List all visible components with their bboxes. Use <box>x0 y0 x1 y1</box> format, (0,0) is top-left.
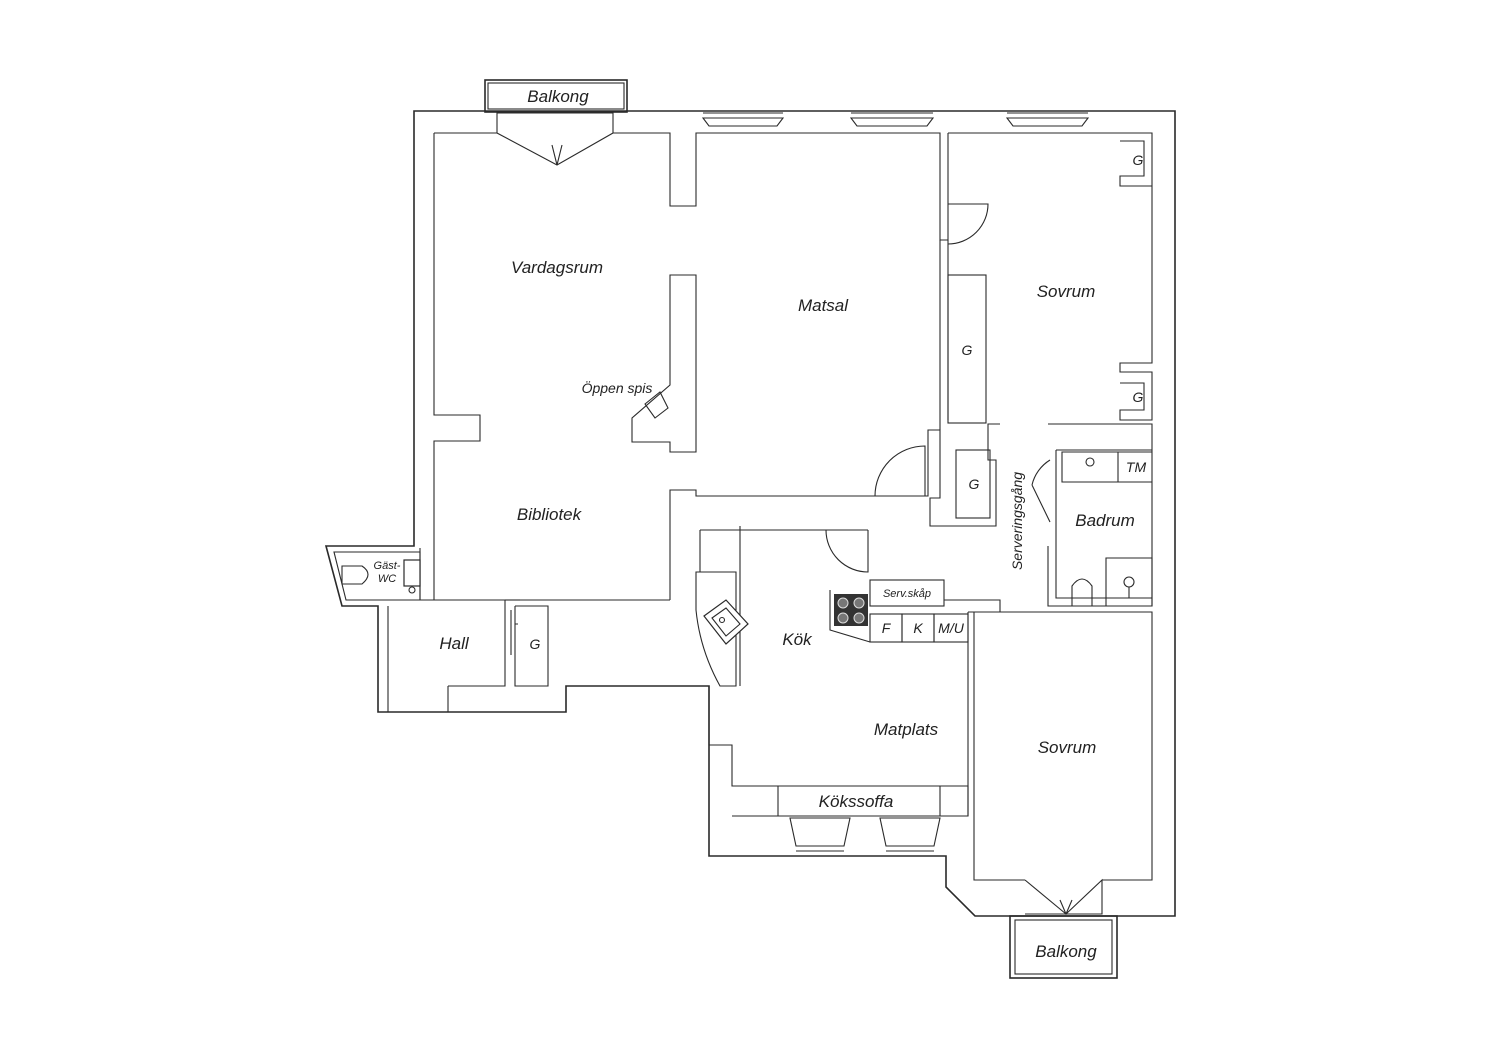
library-wall <box>669 423 1000 600</box>
guest-wc-label-2: WC <box>378 573 396 585</box>
windows-top <box>701 112 1090 127</box>
bathroom-label: Badrum <box>1075 511 1135 530</box>
wardrobe-corridor-block <box>955 449 991 519</box>
balcony-top <box>484 79 628 113</box>
dishwasher-label: M/U <box>938 620 965 636</box>
balcony-top-label: Balkong <box>527 87 589 106</box>
door-arc-matsal <box>947 203 989 245</box>
serving-corridor-label: Serveringsgång <box>1009 472 1025 570</box>
stove-icon <box>834 594 868 626</box>
fireplace-wall <box>631 274 697 453</box>
toilet-bathroom <box>1071 578 1093 606</box>
door-arc-kitchen-2 <box>825 529 869 573</box>
kitchen-sofa-label: Kökssoffa <box>819 792 894 811</box>
fireplace-label: Öppen spis <box>582 379 653 396</box>
wardrobe-hall-label: G <box>530 636 541 652</box>
kitchen-label: Kök <box>782 630 813 649</box>
fireplace-hearth <box>644 391 669 419</box>
guest-wc-label-1: Gäst- <box>374 560 401 572</box>
balcony-door-top <box>496 112 614 166</box>
dining-area-label: Matplats <box>874 720 939 739</box>
balcony-door-bottom <box>1024 878 1103 916</box>
kitchen-walls <box>695 529 969 817</box>
hall-label: Hall <box>439 634 470 653</box>
fridge-label: F <box>882 620 892 636</box>
living-room-label: Vardagsrum <box>511 258 603 277</box>
sink-icon <box>703 599 749 645</box>
guest-wc <box>333 551 421 601</box>
hall-walls <box>387 600 549 712</box>
wardrobe-bedroom-block <box>947 274 987 424</box>
freezer-label: K <box>913 620 923 636</box>
bedroom-top-label: Sovrum <box>1037 282 1096 301</box>
wardrobe-corridor-label: G <box>969 476 980 492</box>
dryer-label: TM <box>1126 459 1147 475</box>
bedroom-bottom-label: Sovrum <box>1038 738 1097 757</box>
wardrobe-bedroom-1-label: G <box>1133 152 1144 168</box>
dining-room-label: Matsal <box>798 296 849 315</box>
door-arc-kitchen <box>874 445 926 497</box>
serving-cabinet-label: Serv.skåp <box>883 588 931 600</box>
inner-wall <box>419 132 1153 601</box>
wardrobe-bedroom-2-label: G <box>1133 389 1144 405</box>
balcony-bottom-label: Balkong <box>1035 942 1097 961</box>
door-arc-bath <box>1031 459 1051 523</box>
wardrobe-dining-label: G <box>962 342 973 358</box>
outer-wall <box>324 110 1176 917</box>
windows-kitchen <box>789 817 941 852</box>
library-label: Bibliotek <box>517 505 583 524</box>
